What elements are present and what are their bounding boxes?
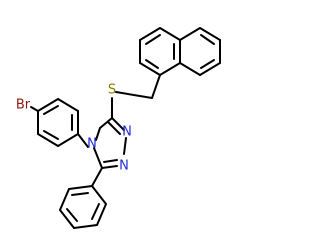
bromine-label: Br — [16, 98, 31, 113]
bond — [91, 185, 107, 205]
bond — [99, 117, 113, 129]
bonds — [30, 27, 221, 229]
bond-ch2-s — [115, 91, 153, 99]
double-bond-inner — [43, 130, 59, 140]
bond — [57, 133, 79, 147]
bond-ring-ch2 — [151, 74, 161, 99]
bond — [123, 137, 127, 155]
bond-c-br — [30, 106, 39, 112]
bond — [37, 98, 59, 112]
bond — [68, 185, 93, 190]
bond — [59, 188, 70, 211]
bond — [101, 165, 118, 169]
double-bond — [103, 159, 118, 163]
double-bond-inner — [43, 105, 59, 115]
nitrogen-n1-label: N — [122, 125, 132, 140]
bond — [59, 209, 75, 229]
bond — [93, 147, 103, 169]
bond — [77, 133, 89, 148]
bond — [139, 62, 161, 76]
bromophenyl-ring — [30, 98, 89, 148]
bond — [179, 27, 201, 41]
naphthalene-group — [139, 27, 221, 76]
double-bond — [107, 121, 121, 135]
bond — [139, 27, 161, 41]
bond — [95, 127, 101, 141]
double-bond-inner — [145, 59, 159, 69]
bond — [96, 203, 107, 226]
double-bond-inner — [145, 34, 161, 45]
atom-labels: S N N N Br — [16, 83, 132, 174]
bond — [37, 133, 59, 147]
nitrogen-n2-label: N — [119, 159, 129, 174]
bond — [73, 224, 98, 229]
triazole-ring — [93, 117, 127, 169]
bond — [57, 98, 79, 112]
bond — [91, 167, 103, 187]
bond — [179, 62, 201, 76]
double-bond-inner — [200, 34, 215, 45]
double-bond-inner — [91, 203, 100, 220]
double-bond-inner — [66, 208, 78, 222]
bond — [199, 62, 221, 76]
sulfur-label: S — [108, 83, 116, 98]
bond — [111, 117, 125, 131]
double-bond-inner — [71, 192, 89, 196]
nitrogen-n4-label: N — [87, 137, 97, 152]
bond — [159, 62, 181, 76]
phenyl-ring — [59, 167, 107, 229]
bond — [199, 27, 221, 41]
bond — [159, 27, 181, 41]
double-bond-inner — [200, 59, 215, 69]
molecule-structure: S N N N Br — [16, 27, 221, 229]
